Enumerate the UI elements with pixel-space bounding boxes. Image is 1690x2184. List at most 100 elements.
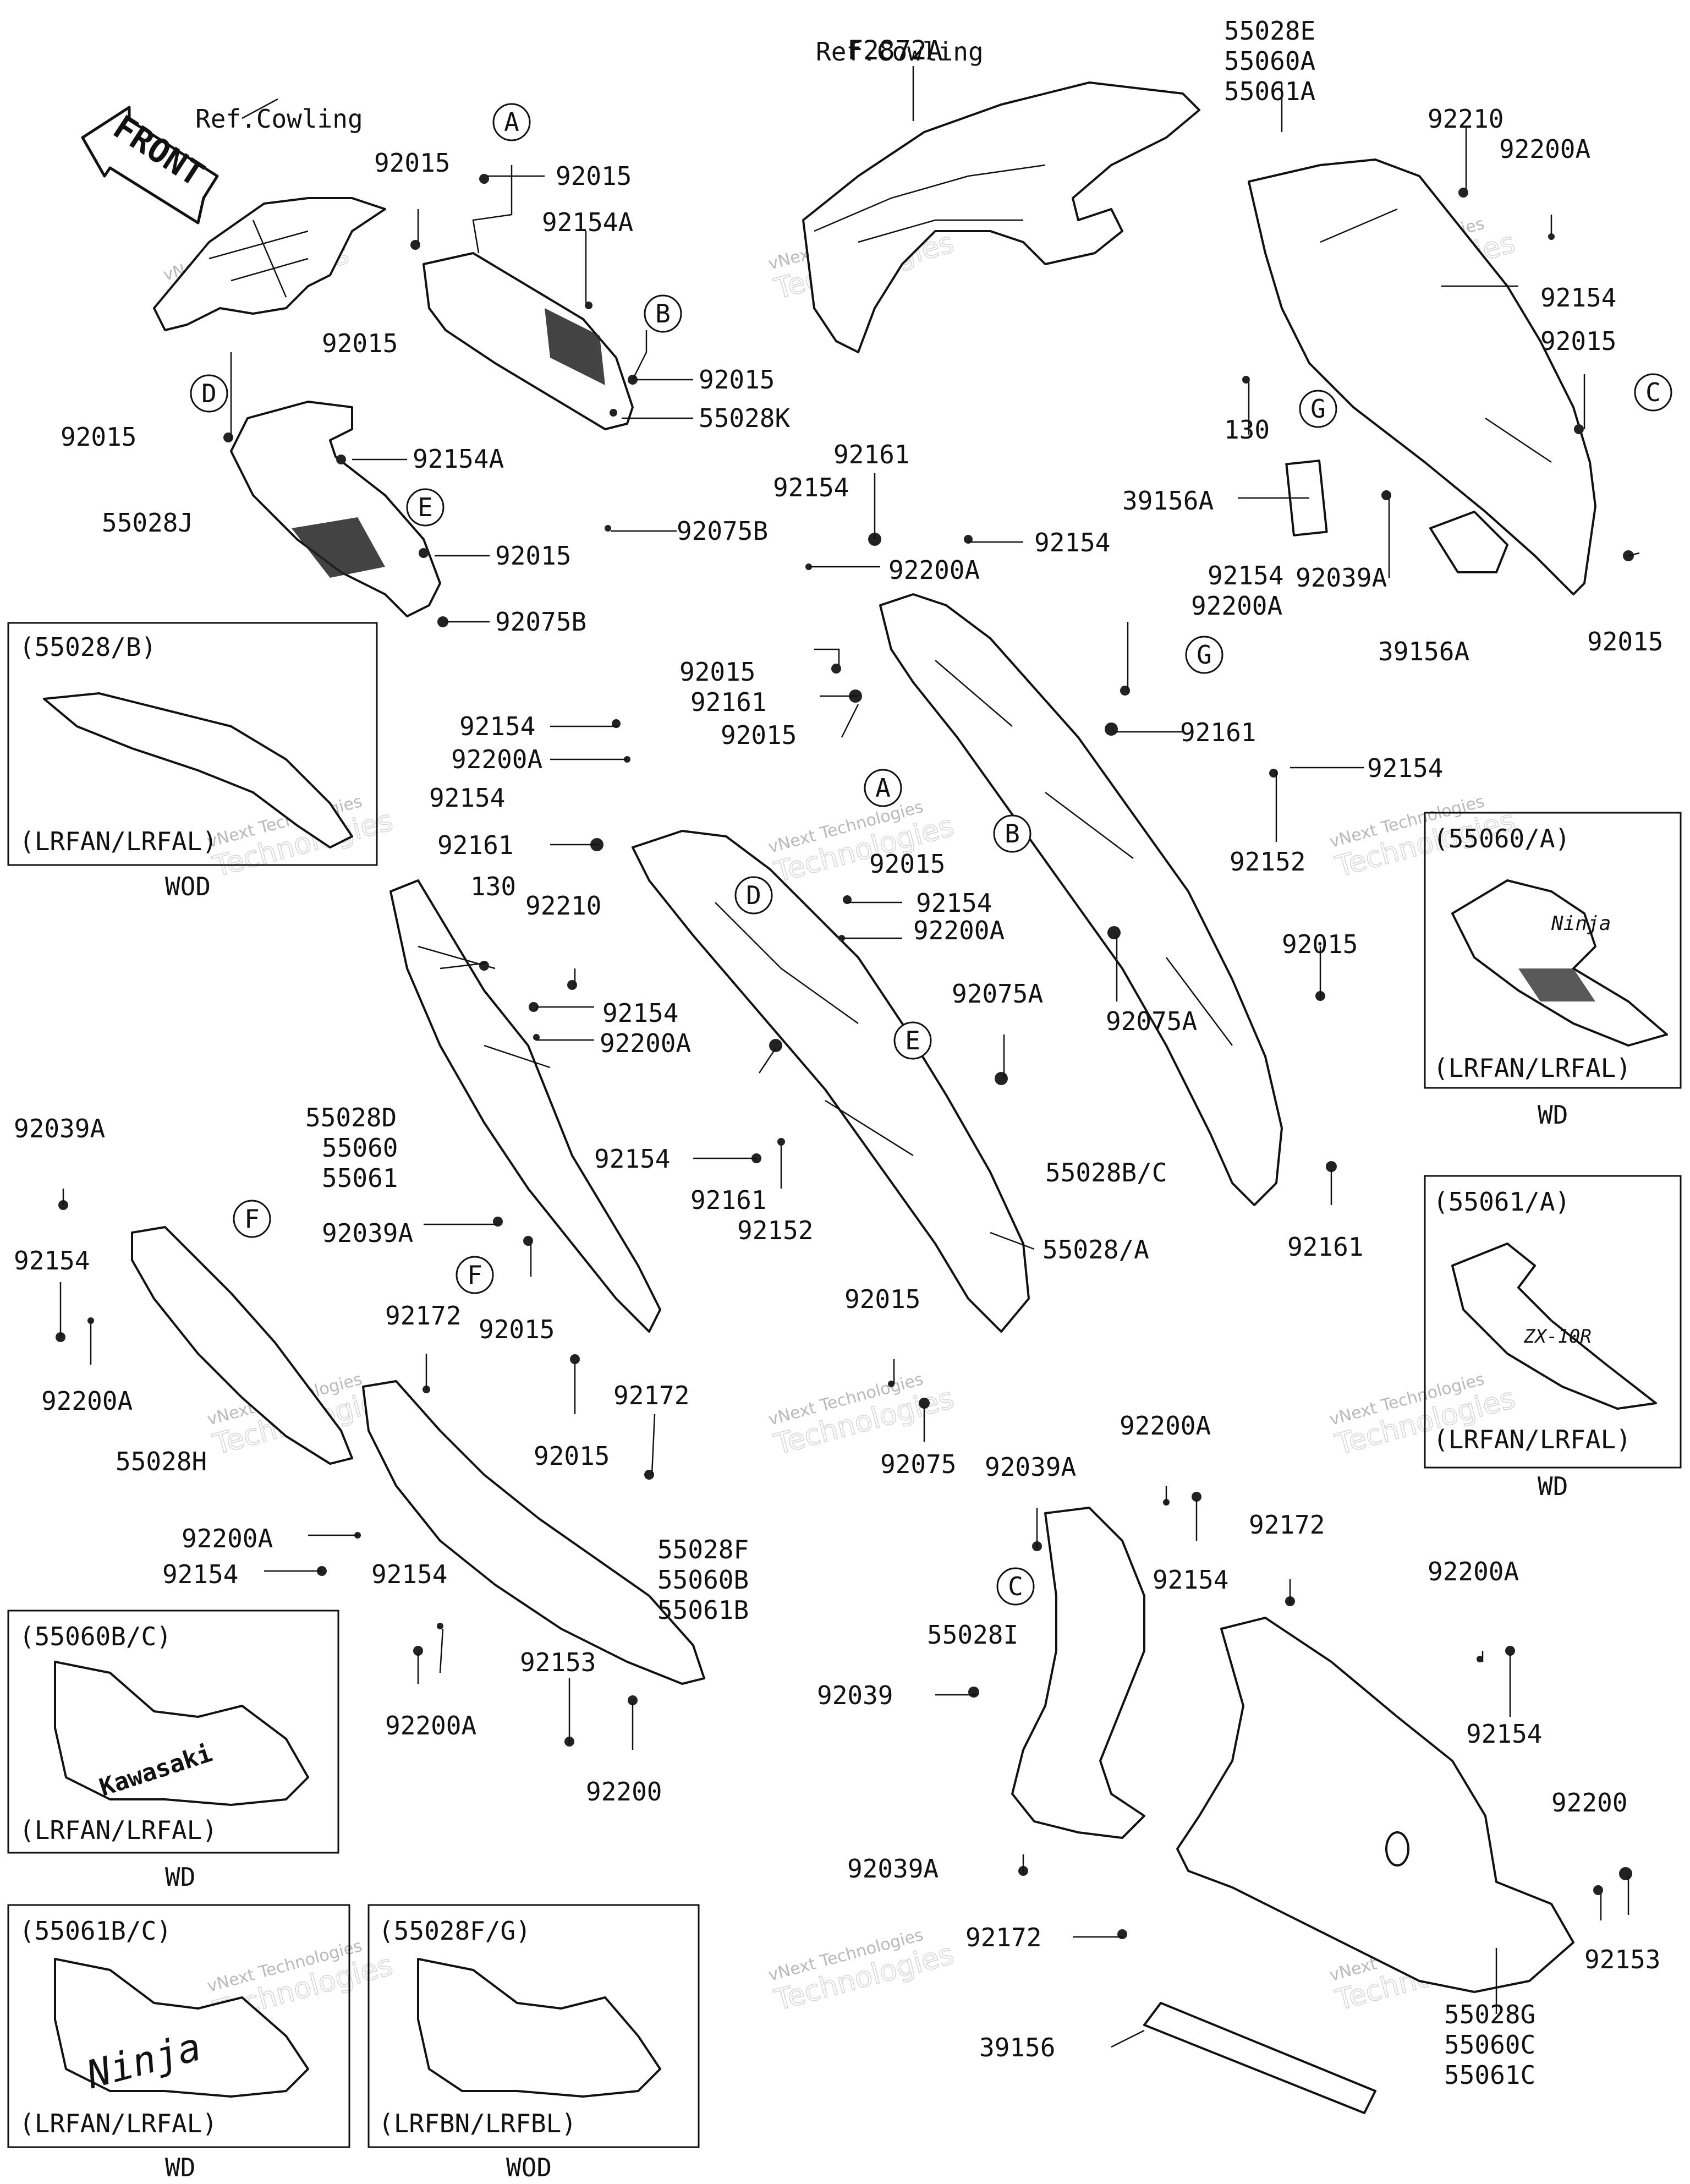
callout-letter: D [746,880,761,910]
ref-label: Ref.Cowling [816,37,984,67]
diagram-id: F2872A [847,35,942,66]
part-number: 92015 [556,161,632,191]
lower-panel-55028g [1176,1617,1574,1993]
callout-circle [456,1256,494,1294]
callout-circle [1634,373,1672,412]
part-number: 92015 [61,422,136,452]
part-number: 92039A [1296,563,1387,593]
strip-39156 [1143,2002,1376,2114]
part-number: 92200A [1120,1411,1211,1441]
part-number: 92172 [613,1381,689,1410]
inset-caption: WOD [506,2153,552,2182]
side-panel-55028e [1248,158,1596,595]
part-number: 92161 [1287,1232,1363,1262]
callout-circle [993,814,1031,853]
part-number: 92200A [888,555,980,585]
part-number: 92075A [1106,1006,1197,1036]
callout-letter: F [244,1204,260,1234]
inset-55028b: (55028/B) (LRFAN/LRFAL) WOD [7,622,378,901]
part-number: 92154 [1466,1719,1542,1749]
part-number: 92152 [1230,847,1305,877]
part-number: 92200A [1499,134,1590,164]
part-number: 92200A [1191,591,1282,621]
callout-circle [406,488,445,527]
part-number: 92161 [437,830,513,860]
part-number: 92039A [14,1114,105,1143]
part-number: 39156A [1378,637,1469,666]
part-number: 92015 [869,849,945,879]
part-number: 92154A [542,207,633,237]
part-number: 92154 [429,783,505,813]
part-number: 55061A [1224,76,1315,106]
decal-text: Ninja [1551,912,1611,935]
callout-circle [864,769,902,807]
callout-circle [492,103,531,141]
part-number: 92172 [1249,1510,1325,1540]
part-number: 92015 [844,1284,920,1314]
ref-label: Ref.Cowling [195,104,363,134]
part-number: 92154 [602,998,678,1028]
callout-circle [893,1021,932,1060]
inset-title: (55060/A) [1433,824,1570,853]
inset-55028fg: (55028F/G) (LRFBN/LRFBL) WOD [367,1904,700,2182]
lower-panel-55028f [362,1380,705,1685]
decal-text: ZX-10R [1523,1326,1592,1348]
part-number: 92154 [14,1246,90,1276]
part-number: 130 [1224,415,1270,445]
callout-letter: F [467,1260,482,1290]
part-number: 92153 [520,1647,596,1677]
inset-variant: (LRFAN/LRFAL) [19,1815,217,1845]
part-number: 55028I [927,1620,1018,1650]
callout-letter: G [1310,394,1326,424]
part-number: 92153 [1584,1945,1660,1974]
callout-circle [190,374,228,413]
inset-title: (55028F/G) [378,1916,531,1946]
part-number: 92154 [162,1559,238,1589]
inset-55060a: (55060/A) Ninja (LRFAN/LRFAL) WD [1424,812,1682,1130]
part-number: 92154 [916,888,992,918]
part-number: 92015 [699,365,775,395]
part-number: 92015 [495,541,571,571]
part-number: 55061C [1444,2060,1535,2090]
callout-circle [734,876,773,915]
callout-circles: A B C D E F G A B C D E F G [190,103,1672,1606]
callout-letter: E [418,492,433,522]
callout-circle [1299,390,1337,428]
inset-55061bc: (55061B/C) Ninja (LRFAN/LRFAL) WD [7,1904,350,2182]
part-number: 92015 [721,720,797,750]
callout-circle [233,1200,271,1238]
part-number: 92200A [1428,1557,1519,1586]
duct-55028j [230,401,441,617]
part-number: 55060C [1444,2030,1535,2060]
part-number: 92200 [1551,1788,1627,1818]
callout-letter: B [1005,819,1020,849]
panel-55028i [1011,1507,1145,1839]
part-number: 55060 [322,1133,398,1163]
inset-caption: WD [1538,1471,1568,1501]
part-number: 39156A [1122,486,1214,516]
leader-lines [59,66,1640,2048]
duct-55028k [422,252,634,430]
part-number: 55060A [1224,46,1315,76]
part-number: 92039A [985,1452,1076,1482]
part-number: 92200A [913,916,1005,945]
inset-title: (55060B/C) [19,1622,172,1651]
part-number: 92075A [952,979,1043,1009]
part-number: 92210 [1428,104,1504,134]
part-number: 55061B [657,1595,749,1625]
inset-caption: WD [165,1862,195,1892]
inset-variant: (LRFBN/LRFBL) [378,2109,577,2138]
part-number: 55028K [699,403,790,433]
inset-caption: WOD [165,872,211,901]
part-number: 92015 [679,657,755,687]
part-number: 92200 [586,1777,662,1807]
inset-55060bc: (55060B/C) Kawasaki (LRFAN/LRFAL) WD [7,1610,339,1892]
inset-caption: WD [165,2153,195,2182]
callout-letter: A [504,107,519,137]
inset-variant: (LRFAN/LRFAL) [1433,1053,1631,1083]
part-number: 55028E [1224,16,1315,46]
part-number: 92154 [371,1559,447,1589]
part-number: 92154 [1034,528,1110,557]
part-number: 92200A [182,1524,273,1553]
part-number: 92161 [1180,718,1256,747]
